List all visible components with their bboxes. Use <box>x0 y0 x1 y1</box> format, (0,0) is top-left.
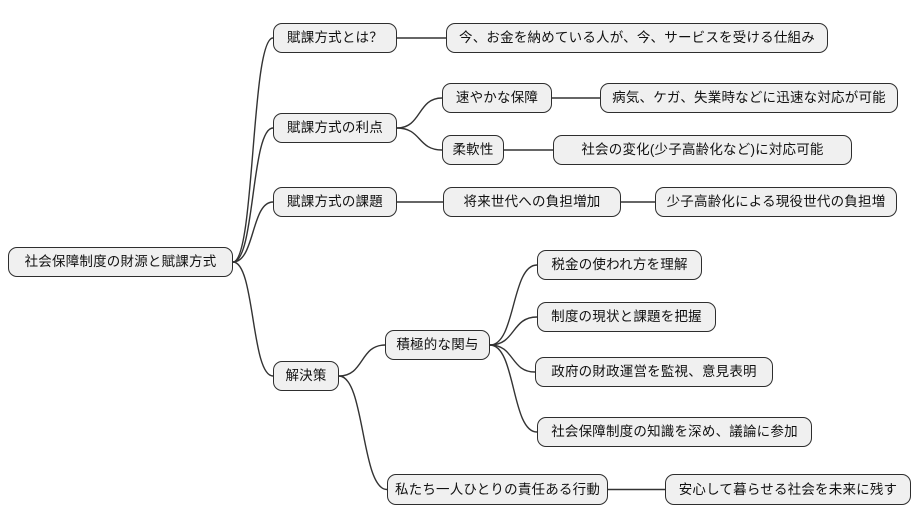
mindmap-node-towa: 賦課方式とは？ <box>273 23 397 53</box>
edge-root-to-towa <box>232 37 274 263</box>
edge-sekkyoku-to-s2 <box>489 316 538 346</box>
edge-sekkyoku-to-s1 <box>489 264 538 346</box>
mindmap-node-kadai_mid: 将来世代への負担増加 <box>443 187 621 217</box>
edge-root-to-kadai <box>232 201 274 263</box>
mindmap-node-junan: 柔軟性 <box>442 135 504 165</box>
mindmap-node-s2: 制度の現状と課題を把握 <box>537 302 716 332</box>
mindmap-node-kadai: 賦課方式の課題 <box>273 187 397 217</box>
edge-kaiketsu-to-sekkyoku <box>338 344 386 377</box>
mindmap-node-watashi_leaf: 安心して暮らせる社会を未来に残す <box>665 474 911 505</box>
mindmap-node-junan_leaf: 社会の変化(少子高齢化など)に対応可能 <box>553 135 852 165</box>
mindmap-node-towa_leaf: 今、お金を納めている人が、今、サービスを受ける仕組み <box>446 23 828 53</box>
mindmap-node-kadai_leaf: 少子高齢化による現役世代の負担増 <box>655 187 897 217</box>
edge-kaiketsu-to-watashi <box>338 375 388 491</box>
mindmap-node-s3: 政府の財政運営を監視、意見表明 <box>535 357 773 387</box>
mindmap-node-s4: 社会保障制度の知識を深め、議論に参加 <box>537 417 812 447</box>
edge-sekkyoku-to-s3 <box>489 344 536 373</box>
edge-riten-to-sumiyaka <box>396 97 443 129</box>
mindmap-node-watashi: 私たち一人ひとりの責任ある行動 <box>387 474 608 505</box>
mindmap-node-sekkyoku: 積極的な関与 <box>385 330 490 360</box>
mindmap-node-kaiketsu: 解決策 <box>273 361 339 391</box>
mindmap-node-sumiyaka: 速やかな保障 <box>442 83 552 113</box>
edge-sekkyoku-to-s4 <box>489 344 538 433</box>
edge-root-to-riten <box>232 127 274 263</box>
edge-root-to-kaiketsu <box>232 261 274 377</box>
edge-riten-to-junan <box>396 127 443 151</box>
mindmap-node-s1: 税金の使われ方を理解 <box>537 250 702 280</box>
mindmap-node-sumiyaka_leaf: 病気、ケガ、失業時などに迅速な対応が可能 <box>600 83 898 113</box>
mindmap-node-root: 社会保障制度の財源と賦課方式 <box>8 247 233 277</box>
mindmap-node-riten: 賦課方式の利点 <box>273 113 397 143</box>
